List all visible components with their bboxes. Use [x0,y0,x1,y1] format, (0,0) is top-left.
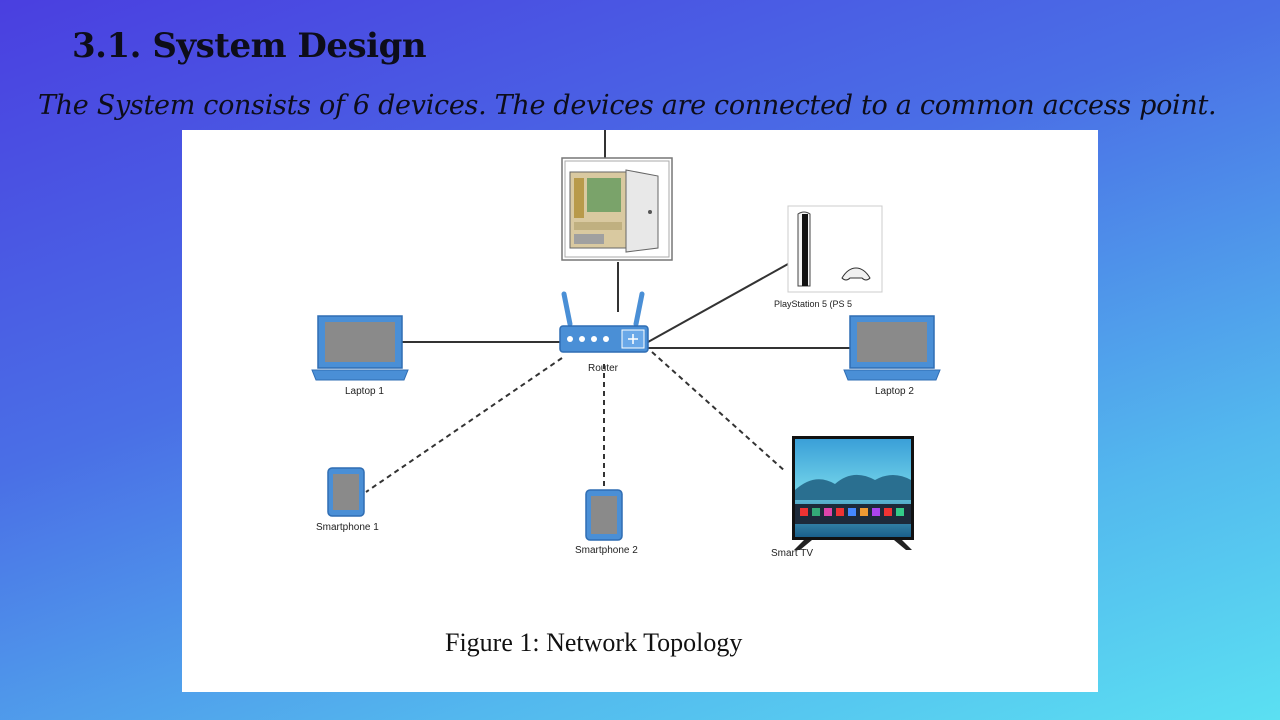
router-label: Router [588,363,619,374]
network-topology-figure: Router PlayStation 5 (PS 5 Laptop 1 Lapt… [182,130,1098,692]
slide-title: 3.1. System Design [72,26,427,66]
laptop1-icon [311,315,409,381]
figure-caption: Figure 1: Network Topology [445,628,742,657]
access-point-cabinet [561,157,673,261]
link-router-playstation [647,263,789,343]
smart-tv-label: Smart TV [771,548,813,559]
link-router-smartphone1 [365,357,563,493]
link-router-smart-tv [651,351,787,473]
slide-subtitle: The System consists of 6 devices. The de… [38,90,1217,121]
smartphone2-label: Smartphone 2 [575,545,638,556]
links [365,130,850,493]
playstation-label: PlayStation 5 (PS 5 [774,299,852,309]
laptop1-label: Laptop 1 [345,386,384,397]
smart-tv-icon [792,436,914,550]
laptop2-label: Laptop 2 [875,386,914,397]
smartphone2-icon [585,489,623,541]
smartphone1-label: Smartphone 1 [316,522,379,533]
smartphone1-icon [327,467,365,517]
router-icon [559,291,649,353]
playstation-icon [787,205,883,293]
laptop2-icon [843,315,941,381]
topology-diagram: Router PlayStation 5 (PS 5 Laptop 1 Lapt… [311,130,941,657]
